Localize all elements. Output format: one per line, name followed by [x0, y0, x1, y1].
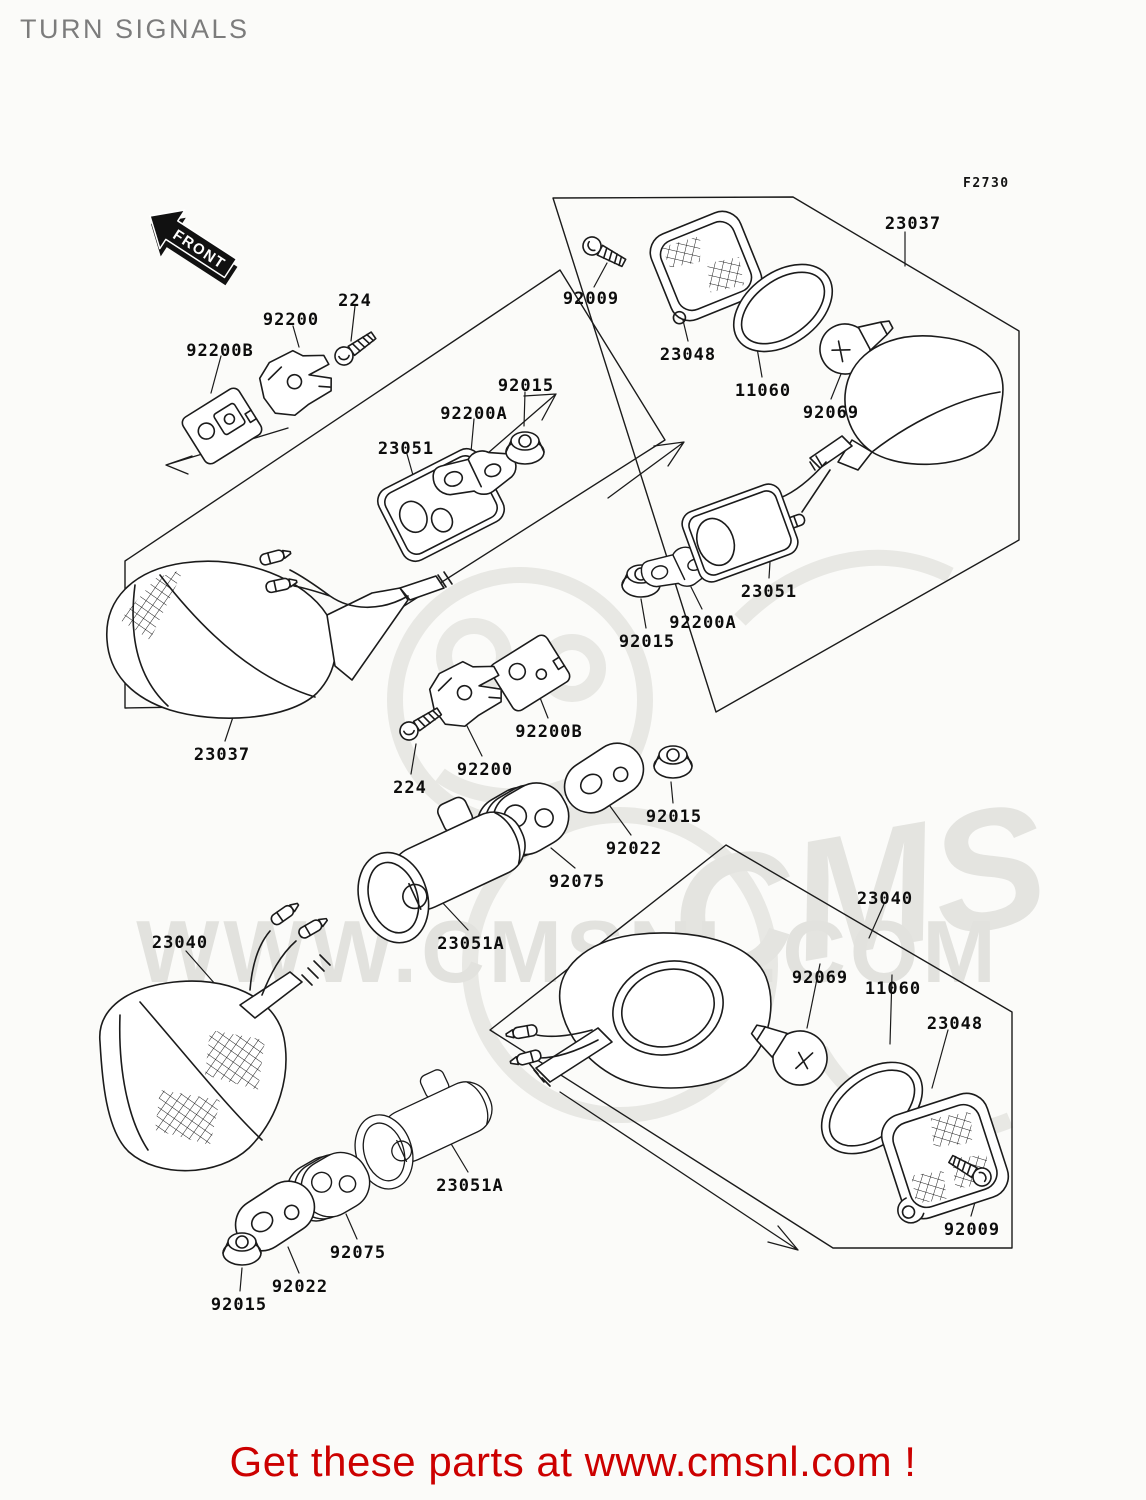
lamp-23037-left: [106, 546, 453, 719]
part-label-23048: 23048: [659, 345, 717, 365]
gasket-11060-top: [732, 263, 834, 353]
part-label-92200a: 92200A: [669, 613, 737, 633]
part-label-92200b: 92200B: [515, 722, 583, 742]
part-label-11060: 11060: [864, 979, 922, 999]
lamp-23037-right: [747, 335, 1004, 535]
part-label-92022: 92022: [605, 839, 663, 859]
part-label-23051a: 23051A: [437, 934, 505, 954]
part-label-92069: 92069: [791, 968, 849, 988]
footer-banner: Get these parts at www.cmsnl.com !: [229, 1438, 917, 1485]
part-label-92069: 92069: [802, 403, 860, 423]
part-label-92015: 92015: [618, 632, 676, 652]
plate-92200b-center: [489, 634, 571, 712]
box-top-right: [552, 196, 1020, 713]
part-label-23048: 23048: [926, 1014, 984, 1034]
part-label-92015: 92015: [645, 807, 703, 827]
leader-lines: [185, 231, 979, 1292]
lens-23048-top: [649, 210, 763, 325]
mount-23051-right: [681, 483, 799, 583]
lamp-23040-right: [504, 932, 772, 1089]
part-label-23040: 23040: [856, 889, 914, 909]
part-label-92200a: 92200A: [440, 404, 508, 424]
lens-23048-bottom: [880, 1092, 1010, 1224]
part-label-92009: 92009: [562, 289, 620, 309]
part-label-92015: 92015: [210, 1295, 268, 1315]
box-bottom-right: [489, 844, 1013, 1249]
part-label-11060: 11060: [734, 381, 792, 401]
mount-23051a-center: [357, 796, 526, 944]
bulb-92069-bottom: [750, 1024, 828, 1086]
part-label-92009: 92009: [943, 1220, 1001, 1240]
part-label-92022: 92022: [271, 1277, 329, 1297]
part-label-92075: 92075: [329, 1243, 387, 1263]
part-label-92075: 92075: [548, 872, 606, 892]
part-label-23051a: 23051A: [436, 1176, 504, 1196]
part-label-23051: 23051: [377, 439, 435, 459]
plate-92200b-top: [181, 387, 263, 465]
part-label-224: 224: [338, 291, 372, 311]
plate-92022-center: [563, 742, 645, 814]
bracket-92200a-upper: [432, 450, 517, 496]
mount-23051a-bottom: [354, 1069, 493, 1190]
part-label-92200b: 92200B: [186, 341, 254, 361]
part-label-23037: 23037: [193, 745, 251, 765]
part-label-92200: 92200: [262, 310, 320, 330]
figure-code: F2730: [963, 176, 1010, 191]
bracket-92200-center: [428, 660, 502, 728]
lamp-23040-left: [99, 898, 331, 1172]
part-label-92200: 92200: [456, 760, 514, 780]
part-label-23037: 23037: [884, 214, 942, 234]
part-label-23040: 23040: [151, 933, 209, 953]
bracket-92200-top: [258, 349, 332, 417]
part-label-23051: 23051: [740, 582, 798, 602]
part-label-224: 224: [393, 778, 427, 798]
page-title: TURN SIGNALS: [20, 14, 250, 44]
part-label-92015: 92015: [497, 376, 555, 396]
